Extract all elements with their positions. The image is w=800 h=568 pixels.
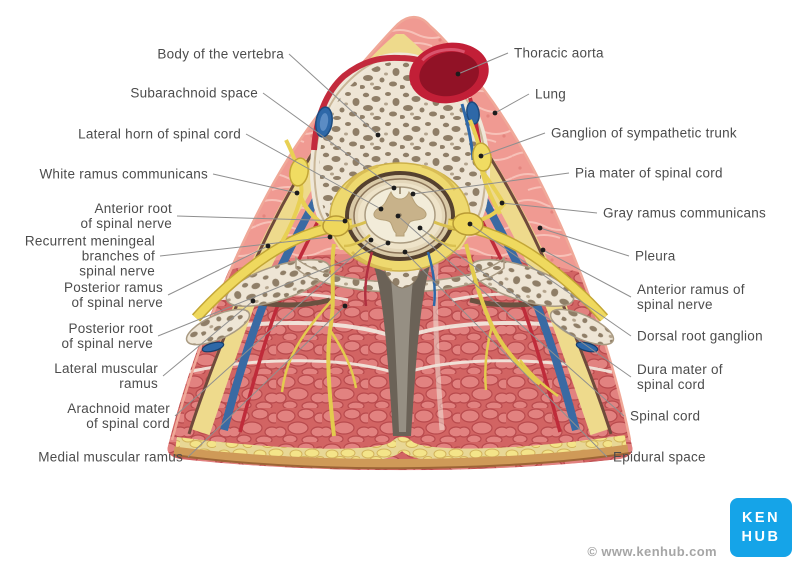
leader-lines bbox=[157, 52, 632, 458]
leader-dot-epidural-space bbox=[402, 249, 408, 255]
leader-line-thoracic-aorta bbox=[457, 52, 509, 75]
vertebral-arch-and-ribs bbox=[185, 256, 615, 346]
copyright-link[interactable]: © www.kenhub.com bbox=[587, 544, 717, 559]
leader-dot-lung bbox=[492, 110, 498, 116]
leader-dot-pleura bbox=[537, 225, 543, 231]
leader-dot-ganglion-of-sympathetic-trunk bbox=[478, 153, 484, 159]
leader-dot-anterior-ramus-of-spinal-nerve bbox=[540, 247, 546, 253]
leader-line-anterior-ramus-of-spinal-nerve bbox=[542, 249, 632, 298]
leader-line-gray-ramus-communicans bbox=[501, 202, 598, 214]
leader-line-lateral-muscular-ramus bbox=[162, 300, 254, 377]
leader-line-pia-mater-of-spinal-cord bbox=[412, 172, 570, 195]
leader-dot-medial-muscular-ramus bbox=[342, 303, 348, 309]
leader-dot-lateral-horn-of-spinal-cord bbox=[378, 206, 384, 212]
kenhub-logo[interactable]: KEN HUB bbox=[730, 498, 792, 557]
leader-dot-posterior-ramus-of-spinal-nerve bbox=[265, 243, 271, 249]
leader-line-body-of-the-vertebra bbox=[288, 53, 379, 136]
leader-line-medial-muscular-ramus bbox=[187, 305, 346, 458]
subcutaneous-fat-band bbox=[175, 435, 627, 463]
leader-dot-lateral-muscular-ramus bbox=[250, 298, 256, 304]
leader-dot-white-ramus-communicans bbox=[294, 190, 300, 196]
leader-dot-body-of-the-vertebra bbox=[375, 132, 381, 138]
leader-dot-dorsal-root-ganglion bbox=[467, 221, 473, 227]
leader-line-epidural-space bbox=[404, 251, 608, 458]
leader-dot-subarachnoid-space bbox=[391, 185, 397, 191]
leader-line-arachnoid-mater-of-spinal-cord bbox=[174, 239, 372, 417]
leader-dot-anterior-root-of-spinal-nerve bbox=[342, 218, 348, 224]
sympathetic-ganglion-left bbox=[289, 157, 309, 187]
posterior-ramus-right bbox=[464, 243, 542, 386]
leader-dot-gray-ramus-communicans bbox=[499, 200, 505, 206]
leader-line-dura-mater-of-spinal-cord bbox=[419, 227, 632, 378]
leader-dot-dura-mater-of-spinal-cord bbox=[417, 225, 423, 231]
leader-dot-recurrent-meningeal-branches-of-spinal-nerve bbox=[327, 234, 333, 240]
leader-line-recurrent-meningeal-branches-of-spinal-nerve bbox=[159, 236, 331, 257]
leader-line-white-ramus-communicans bbox=[212, 173, 298, 194]
leader-line-subarachnoid-space bbox=[262, 92, 395, 189]
logo-line-1: KEN bbox=[741, 509, 781, 526]
leader-line-ganglion-of-sympathetic-trunk bbox=[480, 132, 546, 157]
leader-line-spinal-cord bbox=[397, 215, 625, 417]
leader-line-lung bbox=[494, 93, 530, 114]
leader-line-posterior-ramus-of-spinal-nerve bbox=[167, 245, 269, 296]
azygos-veins bbox=[315, 101, 480, 138]
leader-dot-posterior-root-of-spinal-nerve bbox=[385, 240, 391, 246]
leader-line-pleura bbox=[539, 227, 630, 257]
leader-line-anterior-root-of-spinal-nerve bbox=[176, 215, 346, 222]
thoracic-aorta-vessel bbox=[409, 42, 489, 104]
leader-line-lateral-horn-of-spinal-cord bbox=[245, 133, 382, 210]
logo-line-2: HUB bbox=[741, 528, 781, 545]
leader-line-dorsal-root-ganglion bbox=[469, 223, 632, 337]
leader-dot-arachnoid-mater-of-spinal-cord bbox=[368, 237, 374, 243]
leader-dot-spinal-cord bbox=[395, 213, 401, 219]
leader-dot-pia-mater-of-spinal-cord bbox=[410, 191, 416, 197]
skin-layer bbox=[173, 444, 631, 470]
leader-dot-thoracic-aorta bbox=[455, 71, 461, 77]
